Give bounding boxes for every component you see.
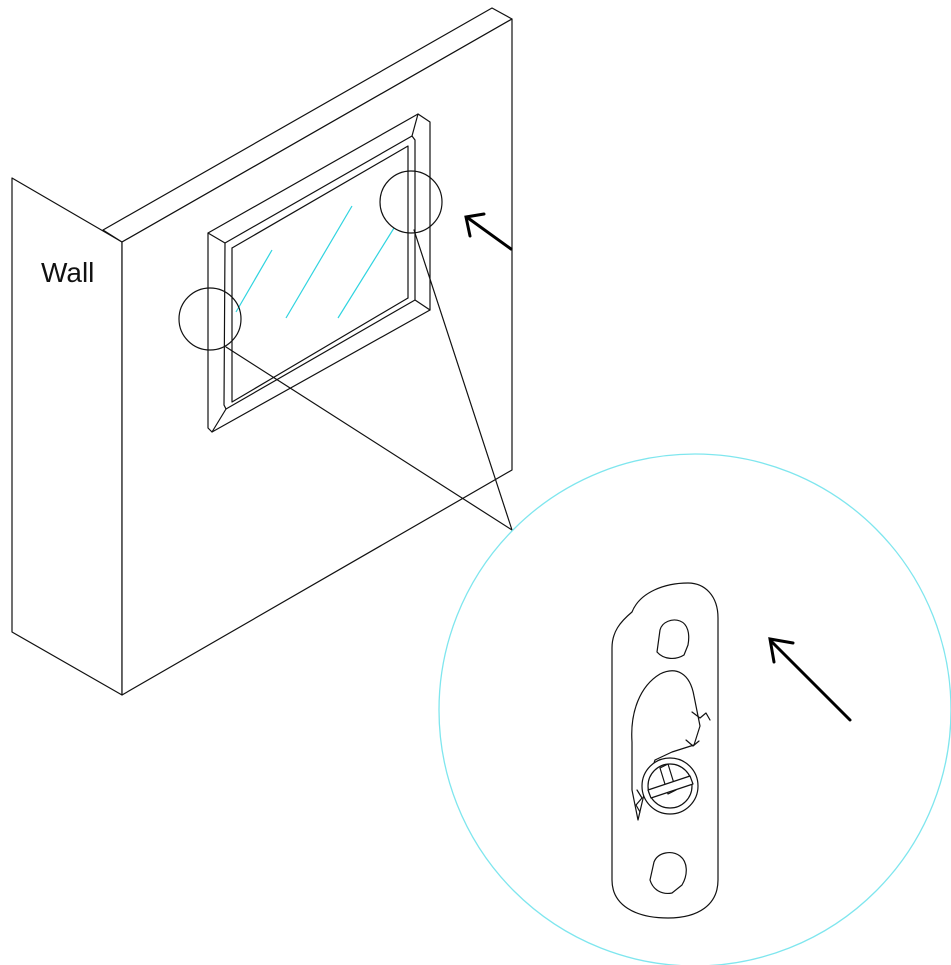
phillips-screw-icon xyxy=(641,757,699,815)
arrow-up-left-icon xyxy=(768,637,852,722)
arrow-up-left-icon xyxy=(464,212,513,251)
wall-side-panel xyxy=(11,177,123,696)
flush-mount-hanger-icon xyxy=(611,582,719,919)
callout-circles xyxy=(178,170,443,351)
detail-leader-lines xyxy=(225,229,513,531)
picture-frame xyxy=(207,113,431,433)
glass-reflections xyxy=(235,205,395,319)
wall-label: Wall xyxy=(41,257,94,288)
detail-magnified-view xyxy=(438,453,951,965)
